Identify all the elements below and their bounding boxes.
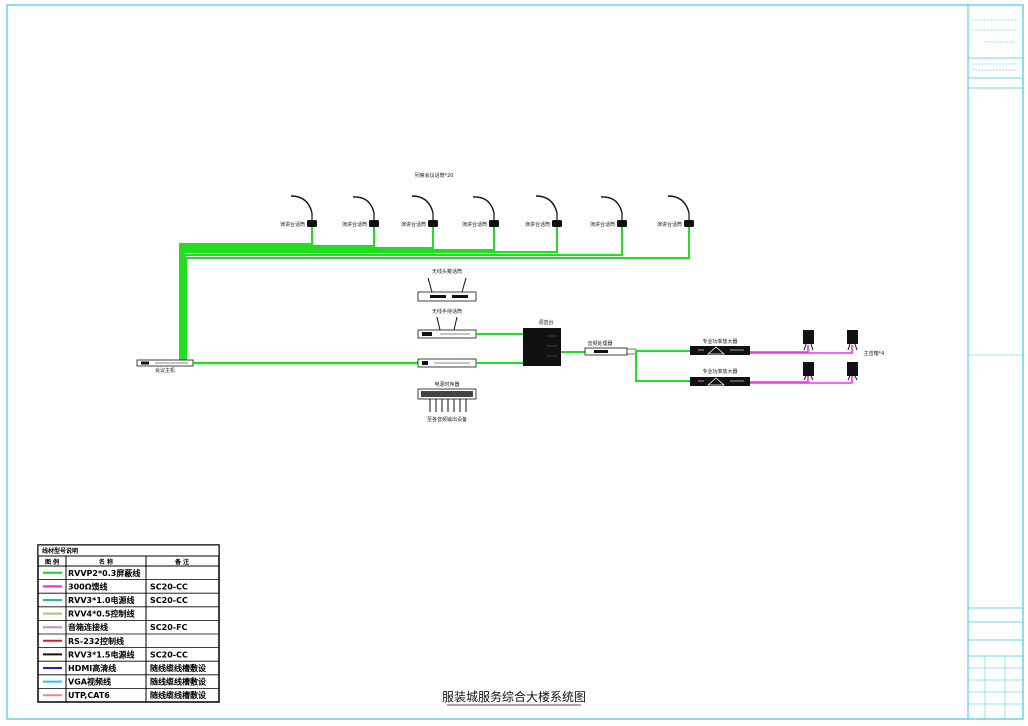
conference-group-label: 列席会议话筒*20 [415,172,454,179]
speaker-label: 主音箱*4 [864,350,885,357]
legend-row: HDMI高清线 随线缆线槽敷设 [38,660,219,673]
legend-note: 随线缆线槽敷设 [150,677,206,687]
conference-host: 会议主机 [136,359,194,374]
speaker-4 [847,362,858,381]
legend-col-note: 备 注 [174,558,189,566]
speaker-2 [847,330,858,351]
legend-row: RVV3*1.0电源线 SC20-CC [38,592,219,605]
legend-header-title: 线材型号说明 [42,547,78,555]
wireless-headset-label: 无线头戴话筒 [432,268,462,275]
legend-name: UTP,CAT6 [68,691,110,700]
audio-processor: 音频处理器 [584,340,637,356]
speaker-3 [803,362,814,381]
power-amplifier-2: 专业功率放大器 [690,368,750,386]
legend-name: RVVP2*0.3屏蔽线 [68,568,140,578]
wireless-handheld-label: 无线手持话筒 [432,308,462,315]
microphone-6: 演讲台话筒 [590,196,627,228]
microphone-5: 演讲台话筒 [525,195,562,228]
legend-row: 音箱连接线 SC20-FC [38,620,219,632]
legend-name: 音箱连接线 [68,622,108,632]
line-device [417,358,477,368]
legend-note: SC20-FC [150,623,188,632]
legend-name: 300Ω馈线 [68,581,108,591]
speaker-wires [750,345,853,384]
timing-label: 电源时序器 [434,381,459,388]
microphone-7: 演讲台话筒 [657,195,694,228]
legend-name: VGA视频线 [68,677,111,687]
mixer-label: 调音台 [538,319,553,326]
legend-row: VGA视频线 随线缆线槽敷设 [38,674,219,687]
amp-label-1: 专业功率放大器 [702,338,737,345]
legend-name: RVV3*1.5电源线 [68,649,134,659]
microphone-label: 演讲台话筒 [342,221,367,228]
legend-col-name: 名 称 [99,558,113,566]
timing-sub-label: 至各音频输出设备 [427,416,467,423]
microphone-label: 演讲台话筒 [462,221,487,228]
microphone-4: 演讲台话筒 [462,196,499,228]
legend-name: RVV4*0.5控制线 [68,609,134,619]
microphone-1: 演讲台话筒 [280,195,317,228]
legend-row: RVV4*0.5控制线 [38,606,219,619]
microphone-label: 演讲台话筒 [590,221,615,228]
legend-row: RVVP2*0.3屏蔽线 [43,568,140,578]
legend-note: SC20-CC [150,650,188,659]
legend-row: RS-232控制线 [38,633,219,646]
legend-note: SC20-CC [150,596,188,605]
legend-name: RS-232控制线 [68,636,124,646]
conference-host-label: 会议主机 [155,367,175,374]
drawing-frame [6,4,1024,720]
diagram-title: 服装城服务综合大楼系统图 [442,689,586,704]
microphone-3: 演讲台话筒 [401,195,438,228]
microphone-wires [179,227,690,362]
processor-label: 音频处理器 [587,340,612,347]
power-amplifier-1: 专业功率放大器 [690,338,750,355]
legend-row: UTP,CAT6 随线缆线槽敷设 [38,688,219,700]
mixer: 调音台 [523,319,561,366]
power-sequencer: 电源时序器 至各音频输出设备 [417,381,477,423]
legend-name: RVV3*1.0电源线 [68,595,134,605]
wireless-handheld-receiver: 无线手持话筒 [417,308,477,339]
legend-col-legend: 图 例 [45,558,59,566]
legend-note: 随线缆线槽敷设 [150,690,206,700]
microphone-group: 演讲台话筒 演讲台话筒 演讲台话筒 演讲台话筒 演讲台话筒 演讲台话筒 演讲台话筒 [280,195,694,228]
wireless-headset-receiver: 无线头戴话筒 [417,268,477,302]
legend-name: HDMI高清线 [68,663,116,673]
speaker-1 [803,330,814,351]
legend-note: 随线缆线槽敷设 [150,663,206,673]
legend-row: RVV3*1.5电源线 SC20-CC [38,647,219,659]
microphone-label: 演讲台话筒 [525,221,550,228]
microphone-label: 演讲台话筒 [280,221,305,228]
microphone-2: 演讲台话筒 [342,196,379,228]
microphone-label: 演讲台话筒 [657,221,682,228]
microphone-label: 演讲台话筒 [401,221,426,228]
legend-row: 300Ω馈线 SC20-CC [38,579,219,591]
amp-label-2: 专业功率放大器 [702,368,737,375]
legend-table: 线材型号说明 图 例 名 称 备 注 RVVP2*0.3屏蔽线 300Ω馈线 SC2… [37,544,220,703]
title-block [967,5,1023,719]
legend-note: SC20-CC [150,582,188,591]
